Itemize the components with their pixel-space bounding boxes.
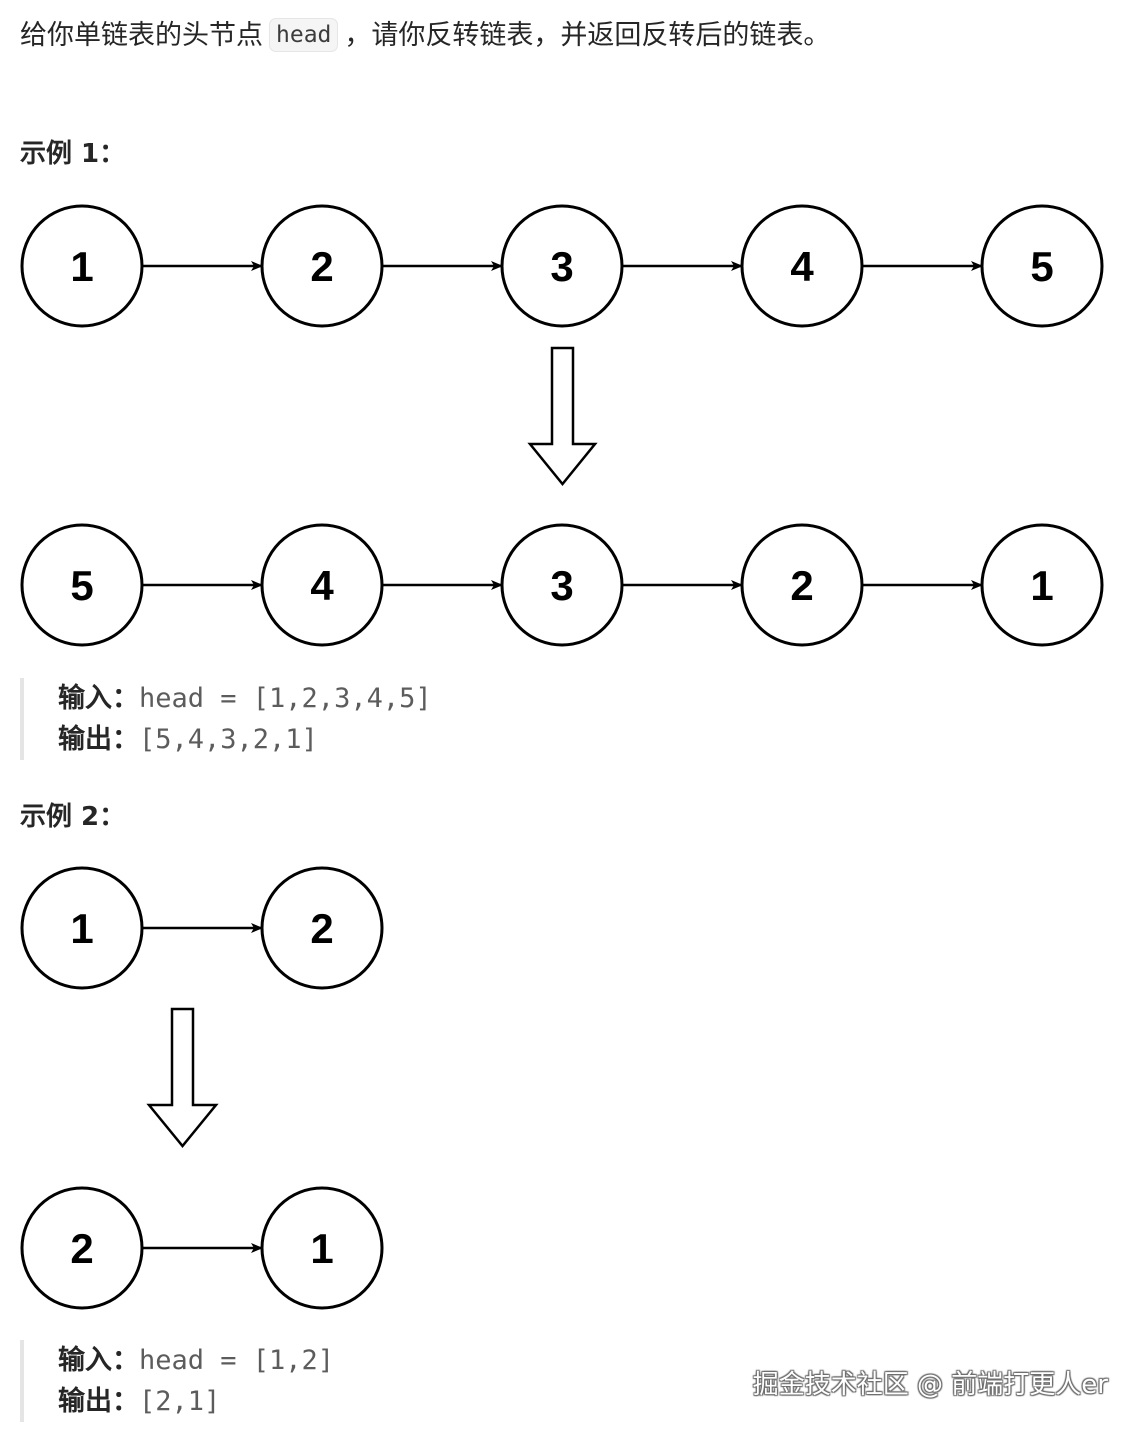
watermark: 掘金技术社区 @ 前端打更人er [752, 1370, 1108, 1400]
list-node-value: 4 [310, 562, 334, 609]
input-value: head = [1,2,3,4,5] [139, 683, 432, 714]
inline-code-head: head [269, 18, 339, 52]
list-node-value: 2 [70, 1225, 93, 1272]
example-2-output-line: 输出：[2,1] [58, 1381, 334, 1422]
down-arrow-icon [146, 1007, 219, 1148]
example-1-input-line: 输入：head = [1,2,3,4,5] [58, 678, 432, 719]
list-node-value: 2 [310, 905, 333, 952]
input-label: 输入： [58, 1345, 139, 1376]
description-text-before: 给你单链表的头节点 [20, 20, 263, 51]
list-node [980, 523, 1104, 647]
list-node [260, 1186, 384, 1310]
example-2-input-line: 输入：head = [1,2] [58, 1340, 334, 1381]
example-1-output-line: 输出：[5,4,3,2,1] [58, 719, 432, 760]
example-1-io-block: 输入：head = [1,2,3,4,5] 输出：[5,4,3,2,1] [20, 678, 432, 760]
list-node-value: 1 [310, 1225, 333, 1272]
list-node-value: 2 [310, 243, 333, 290]
list-node-value: 5 [70, 562, 93, 609]
description-text-after: ，请你反转链表，并返回反转后的链表。 [344, 20, 831, 51]
example-1-title: 示例 1： [20, 139, 126, 169]
output-label: 输出： [58, 724, 139, 755]
list-node-value: 3 [550, 562, 573, 609]
output-value: [2,1] [139, 1386, 221, 1417]
output-value: [5,4,3,2,1] [139, 724, 318, 755]
output-label: 输出： [58, 1386, 139, 1417]
example-2-title: 示例 2： [20, 802, 126, 832]
list-node-value: 1 [70, 905, 93, 952]
down-arrow-icon [527, 346, 598, 486]
list-node-value: 5 [1030, 243, 1053, 290]
input-label: 输入： [58, 683, 139, 714]
example-2-io-block: 输入：head = [1,2] 输出：[2,1] [20, 1340, 334, 1422]
example-1-input-list: 1 2 3 4 5 [20, 204, 1104, 328]
list-node [980, 204, 1104, 328]
list-node-value: 3 [550, 243, 573, 290]
list-node-value: 4 [790, 243, 814, 290]
input-value: head = [1,2] [139, 1345, 335, 1376]
example-1-diagram: 1 2 3 4 5 5 4 3 2 1 [20, 204, 1104, 647]
list-node [260, 866, 384, 990]
list-node-value: 1 [1030, 562, 1053, 609]
example-1-output-list: 5 4 3 2 1 [20, 523, 1104, 647]
list-node-value: 1 [70, 243, 93, 290]
list-node-value: 2 [790, 562, 813, 609]
